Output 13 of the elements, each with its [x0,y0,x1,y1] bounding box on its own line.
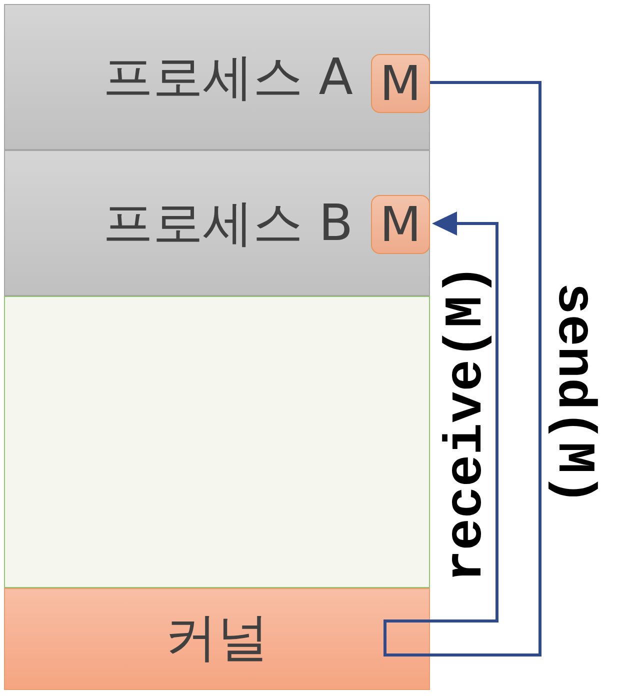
kernel-label: 커널 [165,610,269,668]
message-badge: M [371,54,430,113]
process-box [4,150,430,296]
edge-label: send(M) [546,282,600,506]
connector-line [384,81,542,656]
edge-label: receive(M) [440,264,494,582]
arrow [384,212,498,638]
process-label: 프로세스 B [102,196,353,250]
message-badge: M [371,195,430,254]
process-box [4,4,430,150]
kernel-box [4,588,430,690]
memory-region [4,296,430,588]
process-label: 프로세스 A [102,50,353,104]
